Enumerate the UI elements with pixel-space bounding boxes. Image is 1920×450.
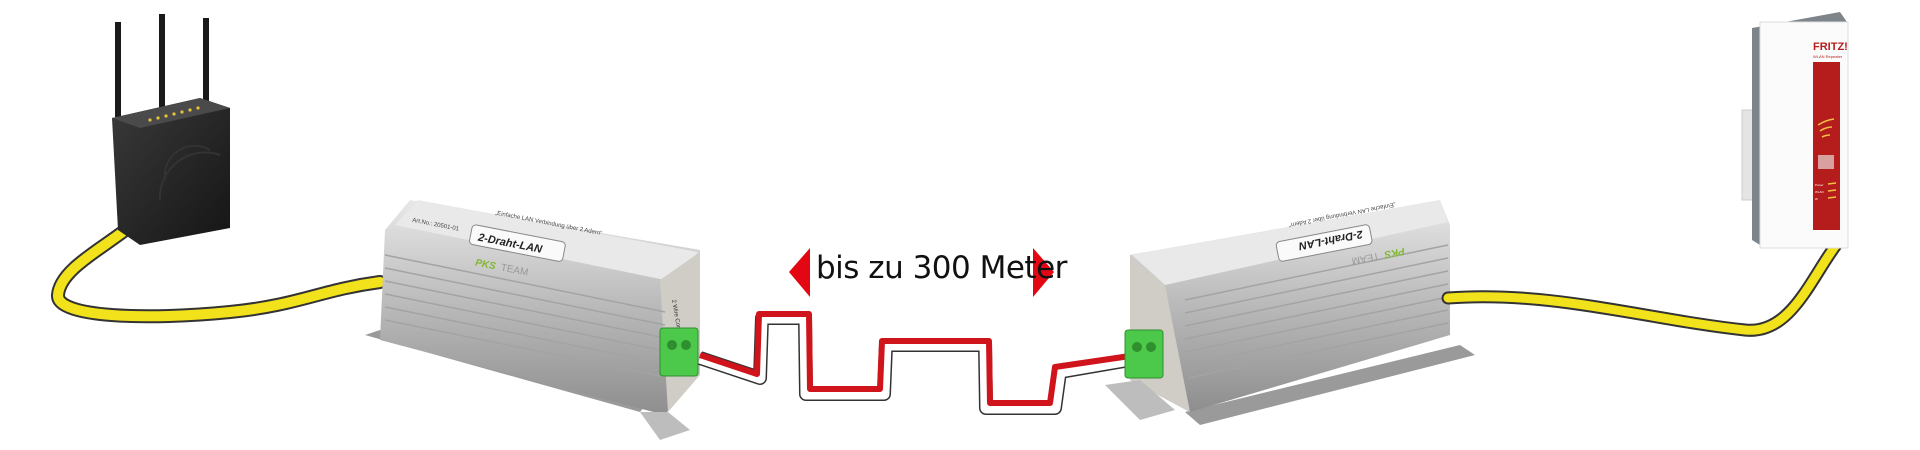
green-terminal-connector <box>659 327 699 377</box>
brand-logo: PKS <box>1383 245 1406 260</box>
antenna-icon <box>203 18 209 113</box>
led-label-wlan: WLAN <box>1815 190 1824 194</box>
antenna-icon <box>159 14 165 114</box>
led-label-power: Power <box>1815 183 1824 187</box>
fritz-wlan-repeater: FRITZ! WLAN Repeater Power WLAN W <box>1741 12 1849 249</box>
arrow-left-icon <box>789 248 810 297</box>
ethernet-cable-left <box>51 221 387 324</box>
router <box>112 14 230 245</box>
distance-label: bis zu 300 Meter <box>816 250 1067 286</box>
brand-logo-team: TEAM <box>500 263 529 279</box>
two-wire-cable <box>697 311 1132 415</box>
brand-logo: PKS <box>474 258 497 273</box>
antenna-icon <box>115 22 121 117</box>
two-wire-lan-adapter-left: 2-Draht-LAN „Einfache LAN Verbindung übe… <box>365 200 700 440</box>
connect-button <box>1818 155 1834 169</box>
repeater-subtitle: WLAN Repeater <box>1813 54 1843 59</box>
green-terminal-connector <box>1124 329 1164 379</box>
mounting-bracket <box>1105 380 1175 420</box>
led-label-w: W <box>1815 197 1818 201</box>
wifi-icon <box>1817 118 1835 138</box>
arrow-right-icon <box>1033 248 1054 297</box>
ethernet-cable-right <box>1441 238 1843 337</box>
two-wire-lan-adapter-right: 2-Draht-LAN „Einfache LAN Verbindung übe… <box>1105 200 1475 425</box>
fritz-logo: FRITZ! <box>1813 41 1848 53</box>
mounting-bracket <box>640 412 690 440</box>
brand-logo-team: TEAM <box>1351 250 1380 266</box>
